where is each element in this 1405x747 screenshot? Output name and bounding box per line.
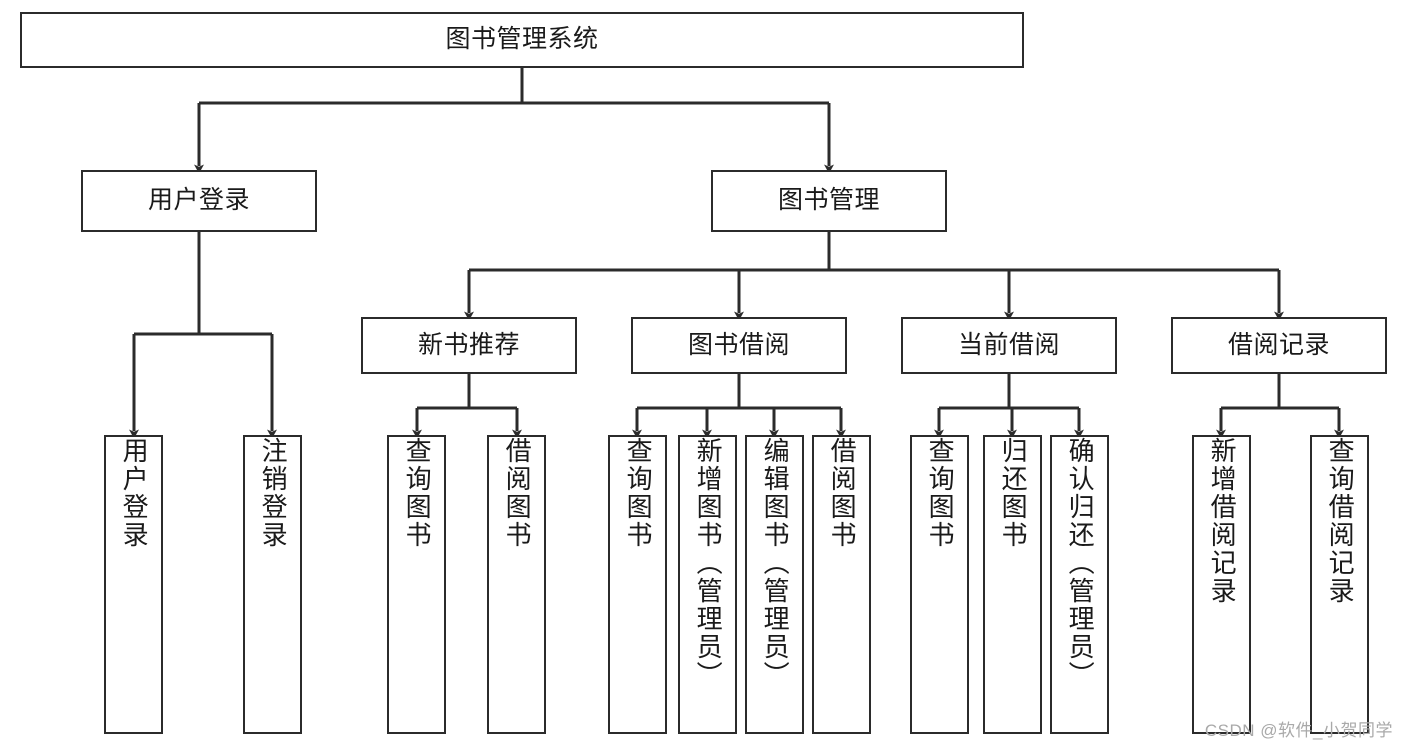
leaf-node-12-label: 查询借阅记录 (1325, 437, 1356, 605)
level3-node-2-label: 当前借阅 (957, 330, 1060, 359)
level3-node-0[interactable]: 新书推荐 (361, 317, 577, 374)
level3-node-3-label: 借阅记录 (1227, 330, 1330, 359)
connector-lines (129, 68, 1344, 439)
level2-node-0-label: 用户登录 (147, 186, 250, 215)
leaf-node-10-label: 确认归还（管理员） (1065, 437, 1096, 689)
level3-node-2[interactable]: 当前借阅 (901, 317, 1117, 374)
leaf-node-1-label: 注销登录 (258, 437, 289, 549)
level2-node-1-label: 图书管理 (777, 186, 880, 215)
leaf-node-9-label: 归还图书 (998, 437, 1029, 549)
root-node[interactable]: 图书管理系统 (20, 12, 1024, 68)
level3-node-3[interactable]: 借阅记录 (1171, 317, 1387, 374)
leaf-node-0-label: 用户登录 (119, 437, 150, 549)
level2-node-1[interactable]: 图书管理 (711, 170, 947, 232)
level2-node-0[interactable]: 用户登录 (81, 170, 317, 232)
leaf-node-10[interactable]: 确认归还（管理员） (1050, 435, 1109, 734)
leaf-node-8[interactable]: 查询图书 (910, 435, 969, 734)
leaf-node-5[interactable]: 新增图书（管理员） (678, 435, 737, 734)
leaf-node-1[interactable]: 注销登录 (243, 435, 302, 734)
level3-node-1[interactable]: 图书借阅 (631, 317, 847, 374)
leaf-node-4[interactable]: 查询图书 (608, 435, 667, 734)
leaf-node-0[interactable]: 用户登录 (104, 435, 163, 734)
leaf-node-8-label: 查询图书 (925, 437, 956, 549)
leaf-node-3-label: 借阅图书 (502, 437, 533, 549)
level3-node-1-label: 图书借阅 (687, 330, 790, 359)
leaf-node-2[interactable]: 查询图书 (387, 435, 446, 734)
leaf-node-12[interactable]: 查询借阅记录 (1310, 435, 1369, 734)
leaf-node-7-label: 借阅图书 (827, 437, 858, 549)
leaf-node-3[interactable]: 借阅图书 (487, 435, 546, 734)
leaf-node-4-label: 查询图书 (623, 437, 654, 549)
leaf-node-11[interactable]: 新增借阅记录 (1192, 435, 1251, 734)
leaf-node-5-label: 新增图书（管理员） (693, 437, 724, 689)
leaf-node-11-label: 新增借阅记录 (1207, 437, 1238, 605)
leaf-node-9[interactable]: 归还图书 (983, 435, 1042, 734)
level3-node-0-label: 新书推荐 (417, 330, 520, 359)
leaf-node-7[interactable]: 借阅图书 (812, 435, 871, 734)
leaf-node-2-label: 查询图书 (402, 437, 433, 549)
root-node-label: 图书管理系统 (445, 25, 599, 54)
leaf-node-6[interactable]: 编辑图书（管理员） (745, 435, 804, 734)
leaf-node-6-label: 编辑图书（管理员） (760, 437, 791, 689)
